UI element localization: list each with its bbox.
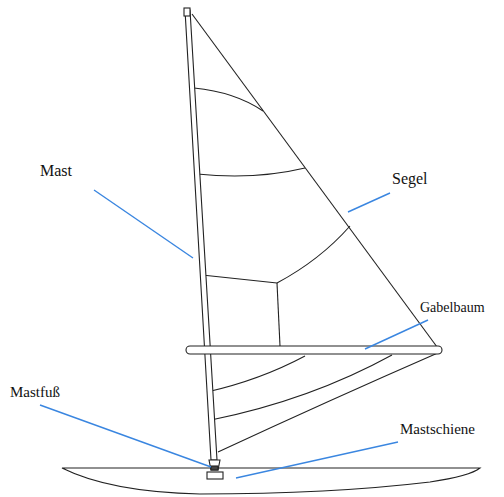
mast-foot-joint — [211, 466, 218, 470]
board — [62, 468, 480, 494]
part-label: Gabelbaum — [420, 300, 485, 315]
boom — [186, 346, 442, 354]
sail-seam — [197, 168, 305, 176]
mast-foot — [209, 460, 220, 470]
leader-line — [365, 320, 428, 349]
sail-seam — [202, 275, 277, 283]
sail-seam — [277, 226, 350, 283]
sail-seam — [207, 356, 305, 392]
leader-line — [348, 193, 390, 212]
mast-top — [184, 8, 190, 16]
sail-seam — [194, 88, 263, 111]
part-label: Mast — [40, 162, 72, 180]
leader-line — [40, 405, 211, 467]
leader-line — [236, 442, 398, 478]
mast-track — [207, 472, 223, 479]
sail-seam — [211, 355, 392, 420]
part-label: Mastschiene — [400, 421, 475, 438]
leader-line — [94, 190, 193, 258]
part-label: Mastfuß — [10, 384, 60, 401]
sail-seam — [277, 283, 280, 346]
sail-leech — [192, 14, 440, 351]
mast — [185, 10, 217, 460]
part-label: Segel — [392, 170, 428, 188]
